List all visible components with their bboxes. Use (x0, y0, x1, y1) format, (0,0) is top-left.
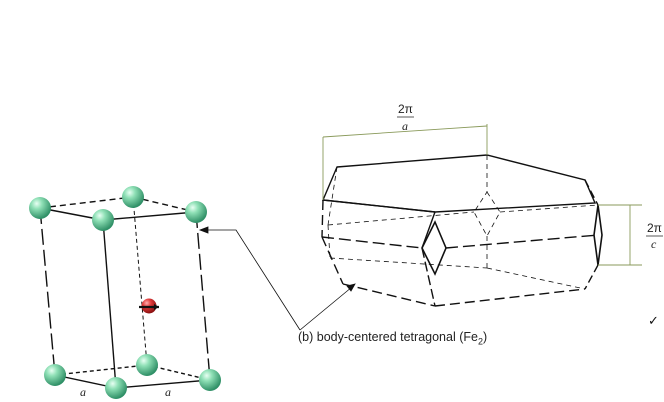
vertical-edge-right (195, 211, 211, 381)
bz-left-upper (321, 199, 324, 238)
bz-top-face (321, 154, 597, 213)
bz-front-top-edge (322, 199, 436, 213)
bottom-edge-back-left (54, 364, 148, 376)
atom-top-left (29, 197, 51, 219)
bct-unit-cell (39, 196, 211, 389)
vertical-edge-front (102, 219, 117, 389)
bz-right-lower (584, 264, 599, 290)
bottom-edge-front-right (115, 379, 211, 389)
body-center-atom (139, 298, 159, 314)
atom-bottom-front (105, 377, 127, 399)
height-label-numerator: 2π (647, 221, 662, 235)
bz-mid-belt-right (445, 234, 599, 249)
vertical-edge-left (39, 207, 56, 376)
bz-left-lower (321, 236, 344, 285)
height-dimension-label: 2π c (646, 221, 663, 251)
caption-subscript: 2 (477, 336, 483, 347)
edge-label-a-right: a (165, 385, 171, 399)
width-label-numerator: 2π (398, 102, 413, 116)
top-edge-back-left (39, 196, 134, 209)
corner-atoms (29, 186, 221, 399)
top-edge-front-right (102, 211, 197, 221)
check-mark: ✓ (648, 314, 659, 329)
dimension-lines (322, 124, 642, 266)
edge-label-a-left: a (80, 385, 86, 399)
atom-bottom-right (199, 369, 221, 391)
caption-suffix: ) (482, 330, 488, 344)
atom-bottom-left (44, 364, 66, 386)
atom-top-back (122, 186, 144, 208)
leader-lines (198, 226, 356, 331)
bz-front-right-bottom (421, 247, 436, 307)
bz-right-rhombus (593, 204, 603, 266)
brillouin-zone (321, 154, 603, 307)
bz-mid-belt-front (321, 236, 423, 249)
atom-top-right (185, 201, 207, 223)
atom-top-front (92, 209, 114, 231)
bz-bottom-right-edge (434, 288, 586, 307)
height-label-denominator: c (651, 237, 657, 251)
bz-front-rhombus (421, 220, 447, 276)
caption-prefix: (b) body-centered tetragonal (Fe (298, 330, 478, 344)
figure-caption: (b) body-centered tetragonal (Fe2) (298, 330, 487, 347)
arrowhead-unit-cell (198, 226, 209, 234)
width-dim-line (322, 125, 488, 138)
leader-to-brillouin-zone (299, 286, 353, 331)
leader-to-unit-cell (200, 229, 301, 331)
bz-right-upper (584, 179, 599, 206)
bz-bottom-front-edge (342, 283, 436, 307)
width-dimension-label: 2π a (397, 102, 414, 133)
width-label-denominator: a (402, 119, 408, 133)
bz-hidden-edges (327, 155, 599, 290)
vertical-edge-back (132, 196, 148, 366)
atom-bottom-back (136, 354, 158, 376)
